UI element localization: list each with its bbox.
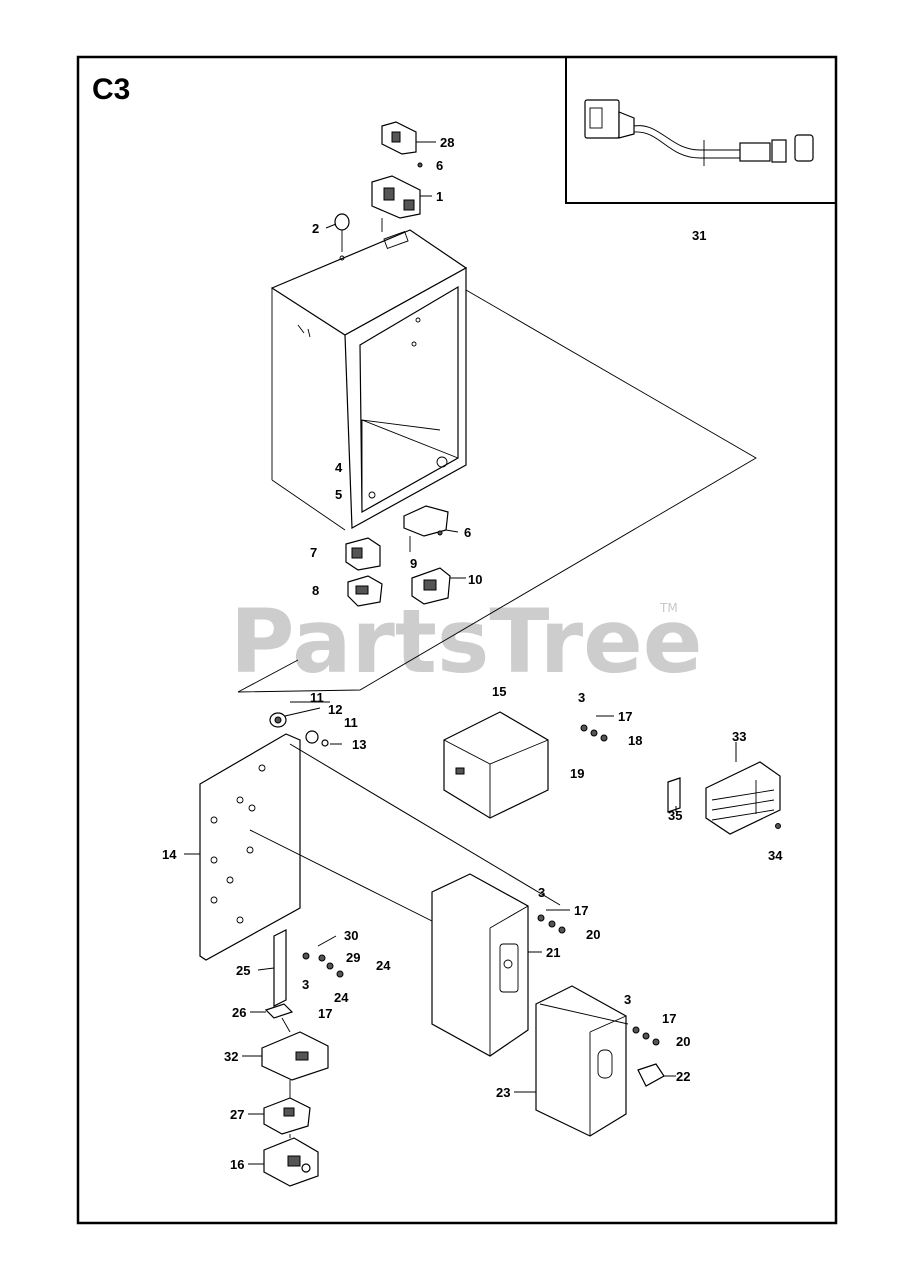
callout-30: 30 xyxy=(344,928,358,943)
callout-33: 33 xyxy=(732,729,746,744)
callout-16: 16 xyxy=(230,1157,244,1172)
hardware-fasteners xyxy=(302,162,781,1046)
callout-3: 3 xyxy=(538,885,545,900)
callout-24: 24 xyxy=(334,990,349,1005)
callout-21: 21 xyxy=(546,945,560,960)
callout-7: 7 xyxy=(310,545,317,560)
part-25 xyxy=(273,929,287,1007)
callout-11: 11 xyxy=(310,690,324,705)
callout-22: 22 xyxy=(676,1069,690,1084)
callout-29: 29 xyxy=(346,950,360,965)
callout-26: 26 xyxy=(232,1005,246,1020)
callout-1: 1 xyxy=(436,189,443,204)
part-27 xyxy=(263,1097,311,1135)
callout-18: 18 xyxy=(628,733,642,748)
diagram-frame xyxy=(76,55,838,1225)
callout-28: 28 xyxy=(440,135,454,150)
part-14-panel xyxy=(199,733,561,961)
callout-20: 20 xyxy=(586,927,600,942)
callout-19: 19 xyxy=(570,766,584,781)
callout-17: 17 xyxy=(574,903,588,918)
part-10 xyxy=(411,567,451,605)
callout-2: 2 xyxy=(312,221,319,236)
part-23 xyxy=(535,985,627,1137)
part-32 xyxy=(261,1031,329,1081)
part-33 xyxy=(705,761,781,835)
part-28 xyxy=(381,121,417,155)
callout-23: 23 xyxy=(496,1085,510,1100)
callout-17: 17 xyxy=(662,1011,676,1026)
cable-connector-inset xyxy=(584,99,814,166)
leader-lines xyxy=(184,141,737,1165)
part-16 xyxy=(263,1137,319,1187)
callout-13: 13 xyxy=(352,737,366,752)
callout-3: 3 xyxy=(624,992,631,1007)
part-1 xyxy=(371,175,421,232)
callouts: 28 6 1 2 31 4 5 6 7 9 8 10 11 12 11 13 1… xyxy=(162,135,783,1172)
part-21 xyxy=(431,873,529,1057)
callout-15: 15 xyxy=(492,684,506,699)
projection-line xyxy=(237,289,757,693)
callout-31: 31 xyxy=(692,228,706,243)
callout-8: 8 xyxy=(312,583,319,598)
part-8 xyxy=(347,575,383,607)
callout-35: 35 xyxy=(668,808,682,823)
callout-17: 17 xyxy=(318,1006,332,1021)
callout-11: 11 xyxy=(344,715,358,730)
washers-11-12-13 xyxy=(269,712,329,747)
part-35 xyxy=(667,777,681,813)
callout-6: 6 xyxy=(436,158,443,173)
callout-14: 14 xyxy=(162,847,177,862)
diagram-id: C3 xyxy=(92,73,130,106)
watermark-trademark: TM xyxy=(659,601,678,615)
part-9 xyxy=(403,505,449,552)
callout-3: 3 xyxy=(302,977,309,992)
callout-17: 17 xyxy=(618,709,632,724)
part-19 xyxy=(443,711,549,819)
callout-10: 10 xyxy=(468,572,482,587)
callout-24: 24 xyxy=(376,958,391,973)
callout-25: 25 xyxy=(236,963,250,978)
watermark: PartsTree xyxy=(230,590,702,693)
inset-frame xyxy=(565,56,837,204)
callout-34: 34 xyxy=(768,848,783,863)
callout-4: 4 xyxy=(335,460,343,475)
callout-32: 32 xyxy=(224,1049,238,1064)
callout-12: 12 xyxy=(328,702,342,717)
housing-top xyxy=(270,229,468,531)
callout-3: 3 xyxy=(578,690,585,705)
callout-20: 20 xyxy=(676,1034,690,1049)
callout-6: 6 xyxy=(464,525,471,540)
part-22 xyxy=(637,1063,665,1087)
callout-5: 5 xyxy=(335,487,342,502)
part-7 xyxy=(345,537,381,571)
part-2 xyxy=(334,213,350,252)
part-26 xyxy=(264,1003,294,1019)
callout-9: 9 xyxy=(410,556,417,571)
callout-27: 27 xyxy=(230,1107,244,1122)
